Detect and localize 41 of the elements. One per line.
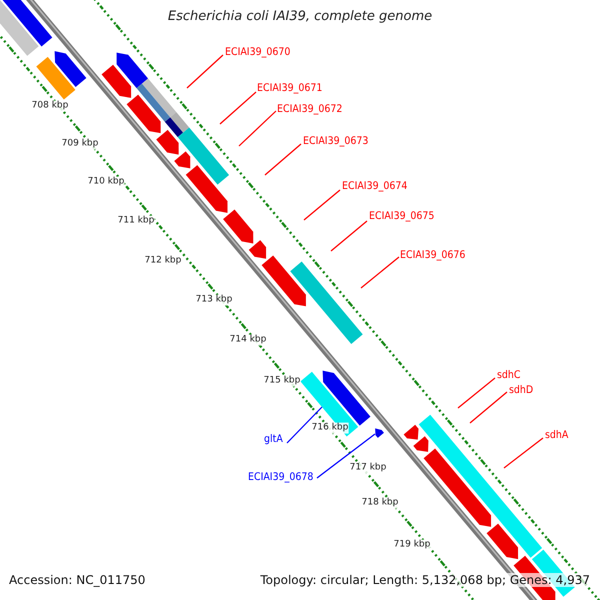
scale-label: 713 kbp (196, 294, 232, 306)
scale-label: 717 kbp (350, 462, 386, 474)
gene-label: sdhC (497, 369, 521, 382)
scale-label: 719 kbp (394, 540, 430, 550)
gene-label: sdhA (545, 429, 568, 442)
leader-line (504, 438, 544, 468)
scale-label: 715 kbp (264, 376, 300, 386)
leader-line (286, 406, 322, 444)
scale-label: 718 kbp (362, 498, 398, 508)
gene-label: ECIAI39_0678 (248, 471, 314, 484)
scale-label: 712 kbp (144, 256, 182, 266)
gene-label: ECIAI39_0673 (303, 135, 368, 148)
gene-label: ECIAI39_0676 (400, 249, 466, 262)
leader-line (360, 256, 400, 288)
gene-bar (300, 372, 358, 437)
leader-line (304, 190, 340, 220)
chart-title: Escherichia coli IAI39, complete genome (166, 9, 434, 25)
gene-label: gltA (264, 433, 283, 446)
scale-label: 708 kbp (32, 100, 68, 112)
accession-text: Accession: NC_011750 (9, 573, 146, 588)
gene-label: ECIAI39_0672 (277, 103, 342, 116)
leader-line (470, 392, 508, 424)
gene-label: ECIAI39_0675 (369, 210, 434, 223)
leader-line (264, 144, 302, 176)
leader-line (330, 220, 368, 252)
scale-label: 716 kbp (312, 422, 348, 434)
leader-line (316, 434, 376, 478)
leader-line (238, 110, 276, 146)
gene-label: ECIAI39_0671 (257, 82, 322, 95)
gene-label: ECIAI39_0674 (342, 180, 408, 193)
scale-label: 714 kbp (230, 334, 266, 346)
gene-label: sdhD (509, 384, 534, 397)
leader-line (186, 54, 224, 88)
scale-label: 710 kbp (88, 176, 124, 188)
scale-label: 711 kbp (118, 216, 154, 226)
gene-arrow (375, 428, 384, 438)
genome-info-text: Topology: circular; Length: 5,132,068 bp; Genes: 4,937 (260, 573, 590, 588)
gene-label: ECIAI39_0670 (225, 46, 290, 59)
leader-line (220, 92, 256, 124)
leader-line (458, 378, 496, 408)
scale-label: 709 kbp (62, 138, 98, 150)
